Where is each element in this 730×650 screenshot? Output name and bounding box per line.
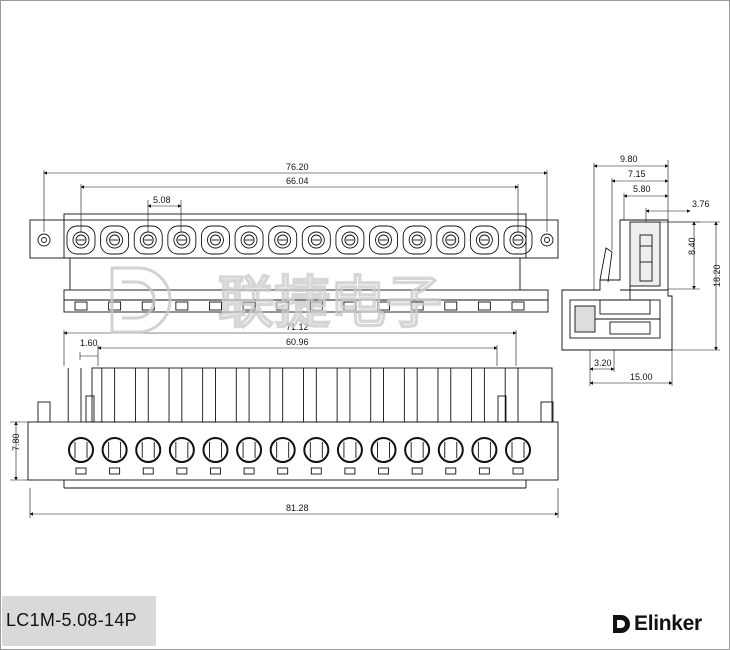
top-screw [301,225,331,255]
dim-pitch-span: 66.04 [286,176,309,186]
dim-pitch: 5.08 [153,195,171,205]
front-top [91,367,553,423]
front-screw [168,437,195,475]
top-rib [309,301,323,311]
dim-outer-span: 71.12 [286,322,309,332]
latch-left [85,395,95,423]
top-screw [100,225,130,255]
front-screw [202,437,229,475]
front-view [27,367,559,489]
stud-left [37,401,51,423]
front-screw [505,437,531,475]
dim-inner-span: 60.96 [286,337,309,347]
top-rib [343,301,357,311]
front-screw [68,437,94,475]
top-screw [369,225,398,255]
top-screw [167,225,197,255]
front-screw [471,437,498,475]
front-screw [303,437,330,475]
latch-right [497,395,507,423]
top-rib [74,301,88,311]
dim-overall-length: 76.20 [286,162,309,172]
stud-right [540,401,554,423]
side-view [561,219,673,351]
top-body [63,213,527,259]
top-screw [201,225,230,255]
brand: Elinker [612,612,702,636]
top-rib [209,301,222,311]
top-screw [268,225,298,255]
dim-side-15-00: 15.00 [630,372,653,382]
front-screw [370,437,397,475]
dim-side-8-40: 8.40 [687,237,697,255]
top-rib [242,301,256,311]
top-view [29,213,559,313]
dim-side-5-80: 5.80 [633,184,651,194]
dim-side-9-80: 9.80 [620,154,638,164]
top-rib [276,301,290,311]
front-screw [269,437,296,475]
top-screw [402,225,432,255]
dim-height: 7.80 [11,433,21,451]
top-screw [234,225,264,255]
front-screw [336,437,363,475]
dim-side-7-15: 7.15 [628,169,646,179]
top-rib [444,301,458,311]
front-screw [404,437,431,475]
top-rail [63,289,549,313]
brand-name: Elinker [634,612,702,635]
top-rib [108,301,122,311]
dim-total-width: 81.28 [286,503,309,513]
dim-offset: 1.60 [80,338,98,348]
front-screw [135,437,162,475]
model-label-box [2,596,156,646]
elinker-logo-icon [613,615,630,633]
top-rib [477,301,491,311]
mount-hole-left [37,233,51,247]
mount-hole-right [540,233,554,247]
top-rib [141,301,155,311]
top-screw [469,225,499,255]
top-rib [377,301,390,311]
dim-side-3-20: 3.20 [594,358,612,368]
dim-side-18-20: 18.20 [712,264,722,287]
front-screw [437,437,464,475]
dim-side-3-76: 3.76 [692,199,710,209]
model-label: LC1M-5.08-14P [6,610,137,630]
front-screw [101,437,128,475]
top-screw [436,225,466,255]
top-rib [410,301,424,311]
top-rib [175,301,189,311]
top-rib [511,301,525,311]
top-screw [335,225,365,255]
front-screw [236,437,263,475]
